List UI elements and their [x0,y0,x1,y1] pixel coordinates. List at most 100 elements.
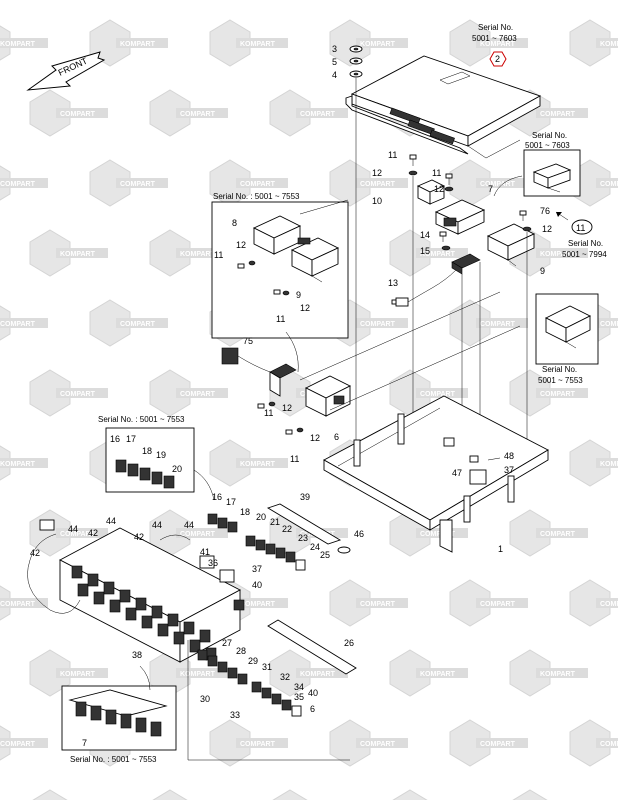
watermark-hex [509,649,551,697]
part-number-label: 27 [222,638,232,648]
part-number-label: 20 [256,512,266,522]
watermark-text: COMPART [420,531,456,538]
watermark-band [476,178,528,188]
watermark-text: COMPART [0,741,36,748]
watermark-band [176,108,228,118]
washer-12-a [408,170,418,176]
part-number-label: 44 [184,520,194,530]
watermark-band [596,178,618,188]
component-9 [486,223,536,267]
watermark-text: KOMPART [540,671,576,678]
part-number-label: 7 [488,184,493,194]
part-number-label: 42 [88,528,98,538]
component-7 [434,199,486,235]
watermark-hex [272,789,308,800]
watermark-band [596,318,618,328]
watermark-text: COMPART [600,741,618,748]
watermark-text: KOMPART [420,671,456,678]
watermark-hex [449,719,491,767]
part-number-label: 11 [214,250,223,260]
watermark-text: KOMPART [240,41,276,48]
watermark-band [236,178,288,188]
watermark-band [296,668,348,678]
part-number-label: 38 [132,650,142,660]
watermark-hex [569,439,611,487]
part-number-label: 46 [354,529,364,539]
watermark-hex [509,369,551,417]
part-number-label: 44 [106,516,116,526]
serial-inset-bottom: Serial No. : 5001 ~ 7553 [70,755,157,764]
watermark-band [116,38,168,48]
watermark-band [416,248,468,258]
watermark-text: COMPART [0,321,36,328]
part-number-label: 76 [540,206,550,216]
watermark-text: KOMPART [480,41,516,48]
part-number-label: 42 [134,532,144,542]
watermark-text: KOMPART [60,671,96,678]
watermark-text: KOMPART [540,251,576,258]
watermark-text: COMPART [540,391,576,398]
watermark-band [176,248,228,258]
watermark-band [56,668,108,678]
serial-right-11-range: 5001 ~ 7994 [562,250,607,259]
watermark-text: KOMPART [600,41,618,48]
grommet-46 [337,546,351,554]
part-number-label: 7 [82,738,87,748]
part-number-label: 9 [296,290,301,300]
watermark-text: KOMPART [0,41,36,48]
callout-hexagon-2: 2 [489,51,507,67]
part-number-label: 12 [372,168,382,178]
strip-39 [266,503,342,545]
watermark-band [356,738,408,748]
watermark-band [536,108,588,118]
watermark-text: KOMPART [420,251,456,258]
watermark-text: COMPART [360,321,396,328]
callout-11-text: 11 [576,223,585,233]
fuse-slot [189,639,201,653]
part-number-label: 11 [388,150,397,160]
screw-11-b [445,173,453,185]
watermark-band [0,598,48,608]
fuse-slot [119,589,131,603]
part-number-label: 11 [290,454,299,464]
watermark-hex [29,649,71,697]
serial-right-11-label: Serial No. [568,239,603,248]
part-number-label: 13 [388,278,398,288]
watermark-band [476,598,528,608]
part-number-label: 32 [280,672,290,682]
inset-right [535,293,599,365]
watermark-hex [329,719,371,767]
harness-13 [391,253,481,307]
part-number-label: 31 [262,662,272,672]
part-number-label: 21 [270,517,280,527]
watermark-band [536,388,588,398]
watermark-band [0,318,48,328]
watermark-text: COMPART [120,321,156,328]
watermark-text: KOMPART [360,41,396,48]
washer-12-b [444,186,454,192]
watermark-band [356,38,408,48]
fuse-slot [71,565,83,579]
watermark-text: COMPART [60,391,96,398]
part-number-label: 12 [282,403,292,413]
watermark-text: KOMPART [600,461,618,468]
inset-left [105,427,195,493]
watermark-band [416,668,468,678]
watermark-text: KOMPART [180,251,216,258]
watermark-band [0,458,48,468]
watermark-text: KOMPART [180,671,216,678]
watermark-text: COMPART [600,601,618,608]
serial-right-box-range: 5001 ~ 7603 [525,141,570,150]
part-number-label: 12 [236,240,246,250]
watermark-hex [32,789,68,800]
part-number-label: 40 [308,688,318,698]
watermark-text: COMPART [120,181,156,188]
watermark-band [236,738,288,748]
watermark-hex [209,719,251,767]
watermark-band [0,178,48,188]
callout-2-text: 2 [495,54,500,64]
watermark-text: COMPART [60,111,96,118]
watermark-text: COMPART [240,601,276,608]
part-number-label: 42 [30,548,40,558]
watermark-text: COMPART [240,741,276,748]
